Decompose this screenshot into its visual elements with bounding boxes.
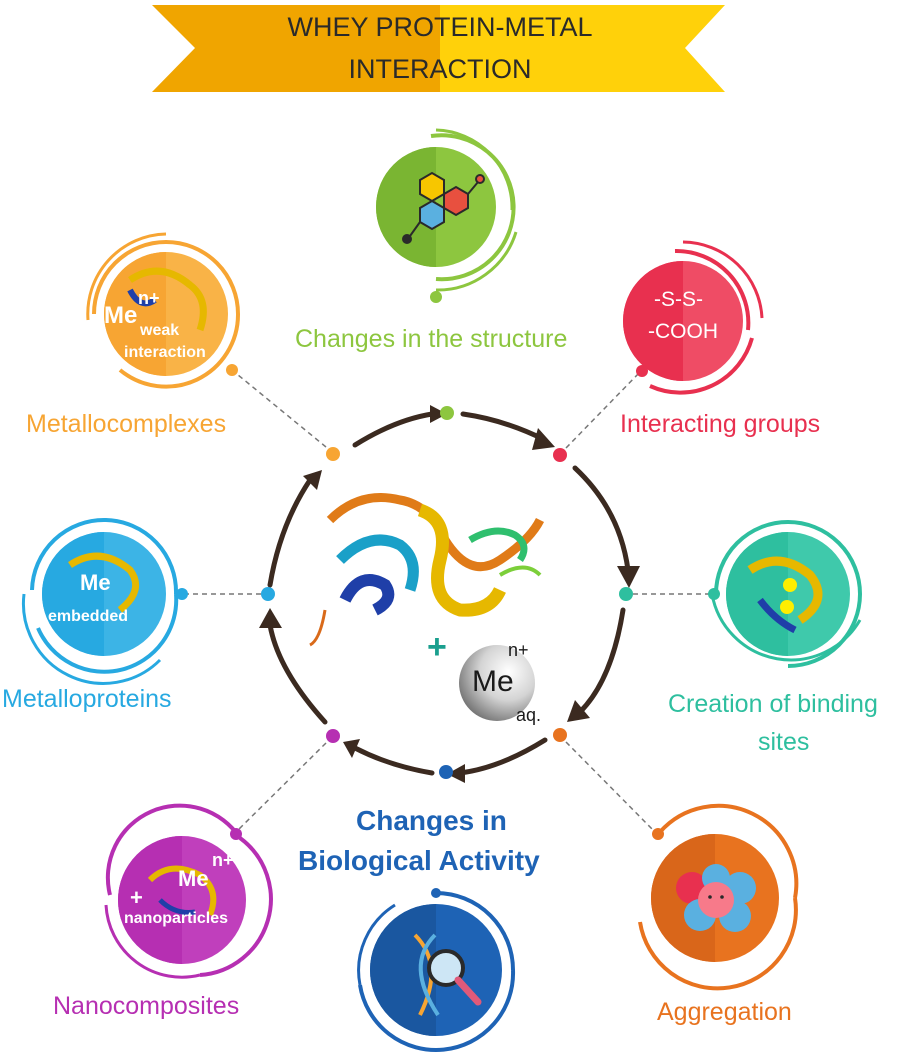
molecule-icon [402,171,485,244]
label-binding-2: sites [758,728,810,756]
metalloprotein-text: embedded [48,608,129,625]
dna-search-icon [413,933,482,1017]
node-metallocomplexes [86,232,241,389]
metal-state: aq. [516,705,542,725]
aggregate-icon [676,864,756,932]
metal-symbol: Me [472,665,514,698]
label-biological-1: Changes in [356,805,507,836]
metallocomplex-me: Me [104,302,138,329]
node-interacting [623,240,764,395]
node-binding [708,520,862,668]
page-title: WHEY PROTEIN-METAL INTERACTION [150,6,730,90]
label-structure: Changes in the structure [295,325,568,353]
label-binding-1: Creation of binding [668,690,878,718]
metallocomplex-charge: n+ [138,288,160,308]
metallocomplex-text-1: weak [140,322,180,339]
center-plus: + [427,628,447,666]
interacting-text-1: -S-S- [654,288,703,311]
interacting-text-2: -COOH [648,320,718,343]
metallocomplex-text-2: interaction [124,344,206,361]
node-nanocomposites [104,803,273,979]
metal-ion-sphere [459,645,535,721]
node-aggregation [638,803,799,991]
label-metalloproteins: Metalloproteins [2,685,172,713]
node-biological [357,888,516,1052]
title-line-1: WHEY PROTEIN-METAL [287,12,593,42]
node-structure [376,128,518,303]
label-biological-2: Biological Activity [298,845,540,876]
node-metalloproteins [21,518,188,685]
label-interacting: Interacting groups [620,410,821,438]
metal-charge: n+ [508,640,529,660]
protein-structure-image [309,493,545,647]
label-aggregation: Aggregation [657,998,792,1026]
label-metallocomplexes: Metallocomplexes [26,410,227,438]
nanocomposite-plus: + [130,885,143,910]
metalloprotein-me: Me [80,570,111,595]
label-nanocomposites: Nanocomposites [53,992,240,1020]
nanocomposite-me: Me [178,866,209,891]
title-banner [152,5,725,92]
nanocomposite-charge: n+ [212,850,234,870]
nanocomposite-text: nanoparticles [124,910,229,927]
dashed-connectors [183,369,712,833]
cycle-arrowheads [259,405,640,783]
title-line-2: INTERACTION [348,54,532,84]
cycle-dots [261,406,633,779]
